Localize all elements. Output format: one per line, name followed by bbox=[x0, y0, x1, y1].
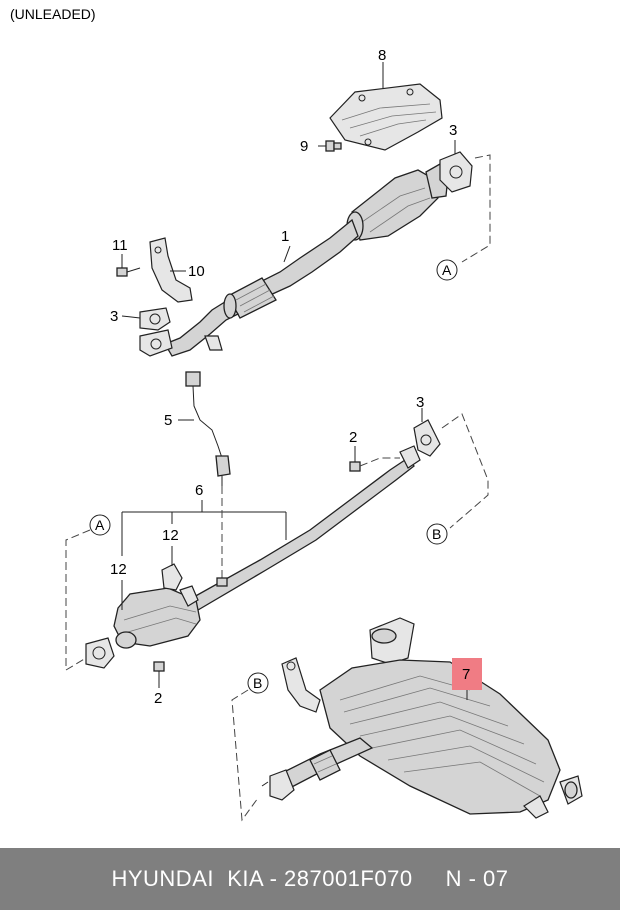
exhaust-diagram: 8 9 1 3 A bbox=[65, 47, 583, 822]
center-pipe-flange bbox=[85, 637, 115, 669]
callout-2-upper: 2 bbox=[349, 429, 357, 446]
callout-11: 11 bbox=[112, 237, 128, 254]
callout-8: 8 bbox=[378, 47, 386, 64]
callout-12-lower: 12 bbox=[110, 561, 127, 578]
gasket-3-mid bbox=[413, 419, 441, 457]
gasket-3-top bbox=[439, 151, 473, 193]
front-pipe-flange bbox=[139, 329, 173, 357]
center-pipe-assembly bbox=[113, 445, 421, 649]
connector-b-bottom: B bbox=[253, 675, 262, 691]
callout-9: 9 bbox=[300, 138, 308, 155]
footer-bar: HYUNDAI KIA - 287001F070 N - 07 bbox=[0, 848, 620, 910]
heat-shield bbox=[329, 83, 443, 151]
oxygen-sensor bbox=[185, 371, 231, 486]
front-pipe-assembly bbox=[164, 163, 449, 357]
callout-1: 1 bbox=[281, 228, 289, 245]
callout-5: 5 bbox=[164, 412, 172, 429]
connector-b-mid: B bbox=[432, 526, 441, 542]
footer-part-info: HYUNDAI KIA - 287001F070 N - 07 bbox=[111, 866, 509, 891]
bolt-11 bbox=[116, 254, 141, 277]
connector-a-mid: A bbox=[95, 517, 105, 533]
callout-3-left: 3 bbox=[110, 308, 118, 325]
callout-12-upper: 12 bbox=[162, 527, 179, 544]
connector-a-top: A bbox=[442, 262, 452, 278]
muffler-assembly bbox=[261, 617, 583, 819]
callout-3-top: 3 bbox=[449, 122, 457, 139]
unleaded-note: (UNLEADED) bbox=[10, 6, 96, 22]
callout-2-lower: 2 bbox=[154, 690, 162, 707]
part-7-highlight bbox=[452, 658, 482, 690]
callout-7: 7 bbox=[462, 666, 470, 683]
nut-2-lower bbox=[153, 661, 165, 672]
callout-6: 6 bbox=[195, 482, 203, 499]
bracket-10 bbox=[149, 237, 193, 303]
gasket-3-left bbox=[139, 307, 171, 331]
callout-3-mid: 3 bbox=[416, 394, 424, 411]
bolt-9 bbox=[318, 140, 342, 152]
callout-10: 10 bbox=[188, 263, 205, 280]
